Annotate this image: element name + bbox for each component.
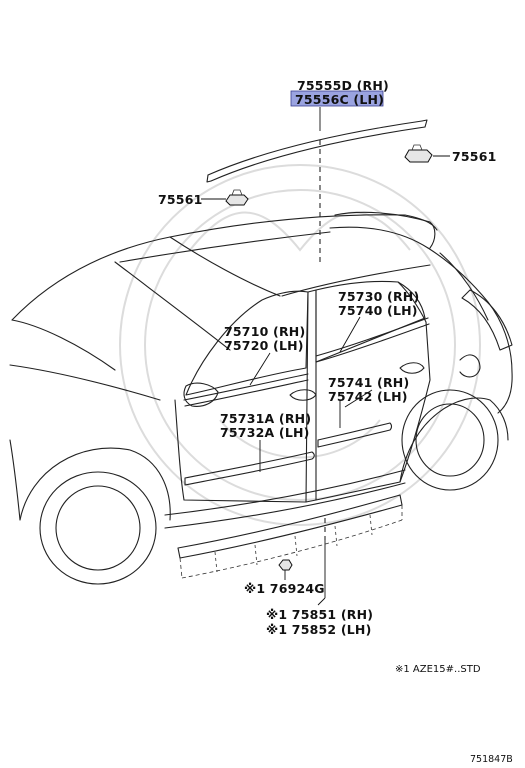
selected-part-highlight (290, 90, 384, 107)
label-75720-lh[interactable]: 75720 (LH) (224, 338, 304, 353)
leader-lines (201, 107, 450, 606)
label-75741-rh[interactable]: 75741 (RH) (328, 375, 409, 390)
label-75852-lh[interactable]: ※1 75852 (LH) (266, 622, 372, 637)
label-75732a-lh[interactable]: 75732A (LH) (220, 425, 310, 440)
label-75740-lh[interactable]: 75740 (LH) (338, 303, 418, 318)
label-75731a-rh[interactable]: 75731A (RH) (220, 411, 311, 426)
label-75742-lh[interactable]: 75742 (LH) (328, 389, 408, 404)
label-76924g[interactable]: ※1 76924G (244, 581, 325, 596)
label-75730-rh[interactable]: 75730 (RH) (338, 289, 419, 304)
figure-id: 751847B (470, 754, 513, 765)
label-75561-left[interactable]: 75561 (158, 192, 203, 207)
roof-clip-right[interactable] (404, 144, 433, 163)
label-75555d-rh[interactable]: 75555D (RH) (297, 78, 389, 93)
roof-molding[interactable] (206, 119, 428, 183)
front-door-upper-molding[interactable] (183, 373, 309, 407)
car-body (9, 211, 513, 585)
rear-door-lower-molding[interactable] (317, 422, 393, 448)
label-75561-right[interactable]: 75561 (452, 149, 497, 164)
part-labels: 75555D (RH) 75556C (LH) 75561 75561 7573… (158, 78, 497, 637)
front-door-lower-molding[interactable] (184, 451, 315, 486)
rocker-panel-molding[interactable] (177, 494, 403, 579)
label-75556c-lh[interactable]: 75556C (LH) (295, 92, 384, 107)
footnote: ※1 AZE15#..STD (395, 664, 481, 675)
label-75851-rh[interactable]: ※1 75851 (RH) (266, 607, 373, 622)
roof-clip-left[interactable] (225, 189, 249, 206)
rocker-clip[interactable] (278, 559, 293, 571)
rear-door-upper-molding[interactable] (315, 317, 430, 363)
label-75710-rh[interactable]: 75710 (RH) (224, 324, 305, 339)
